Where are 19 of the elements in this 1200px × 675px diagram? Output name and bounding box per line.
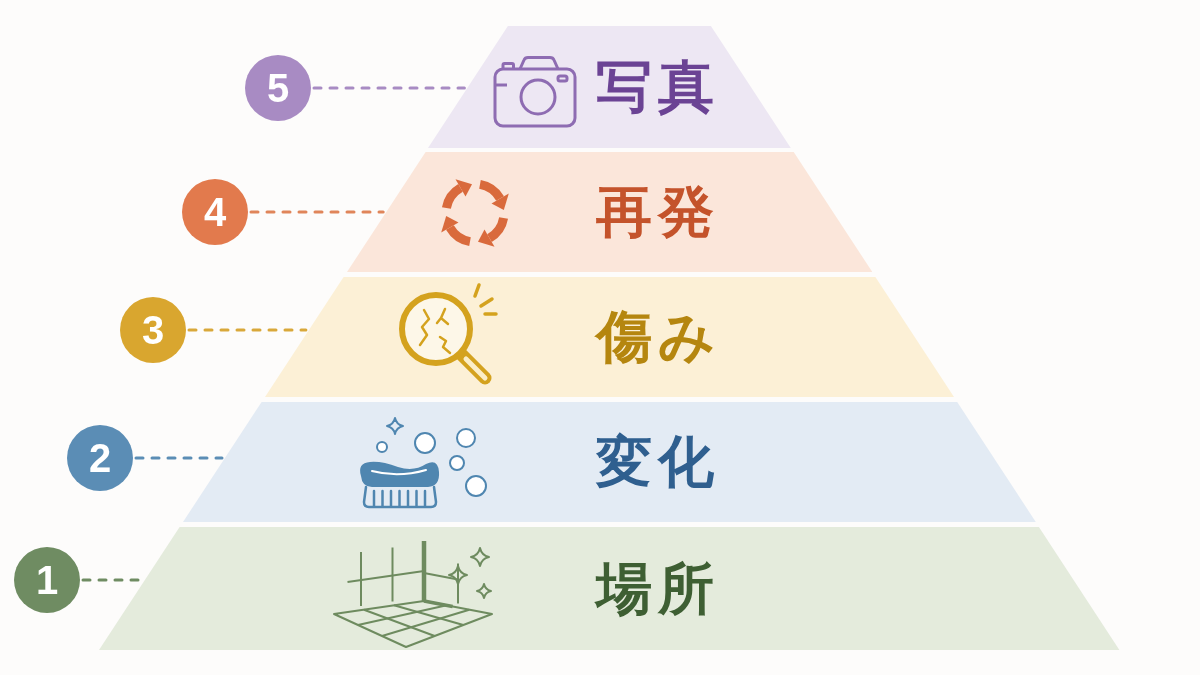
- leader-line: [249, 210, 385, 214]
- level-label: 傷み: [596, 309, 721, 365]
- pyramid-level: [428, 26, 791, 148]
- pyramid-level: [265, 277, 954, 397]
- level-label: 写真: [596, 59, 720, 115]
- pyramid-level: [346, 152, 873, 272]
- level-label: 変化: [596, 434, 720, 490]
- number-circle: 2: [67, 425, 133, 491]
- pyramid-level: [99, 527, 1120, 650]
- leader-line: [134, 456, 224, 460]
- leader-line: [187, 328, 308, 332]
- leader-line: [312, 86, 466, 90]
- level-label: 場所: [596, 560, 720, 617]
- number-circle: 4: [182, 179, 248, 245]
- number-circle: 5: [245, 55, 311, 121]
- number-circle: 3: [120, 297, 186, 363]
- number-circle: 1: [14, 547, 80, 613]
- level-label: 再発: [596, 184, 720, 240]
- pyramid-level: [183, 402, 1036, 522]
